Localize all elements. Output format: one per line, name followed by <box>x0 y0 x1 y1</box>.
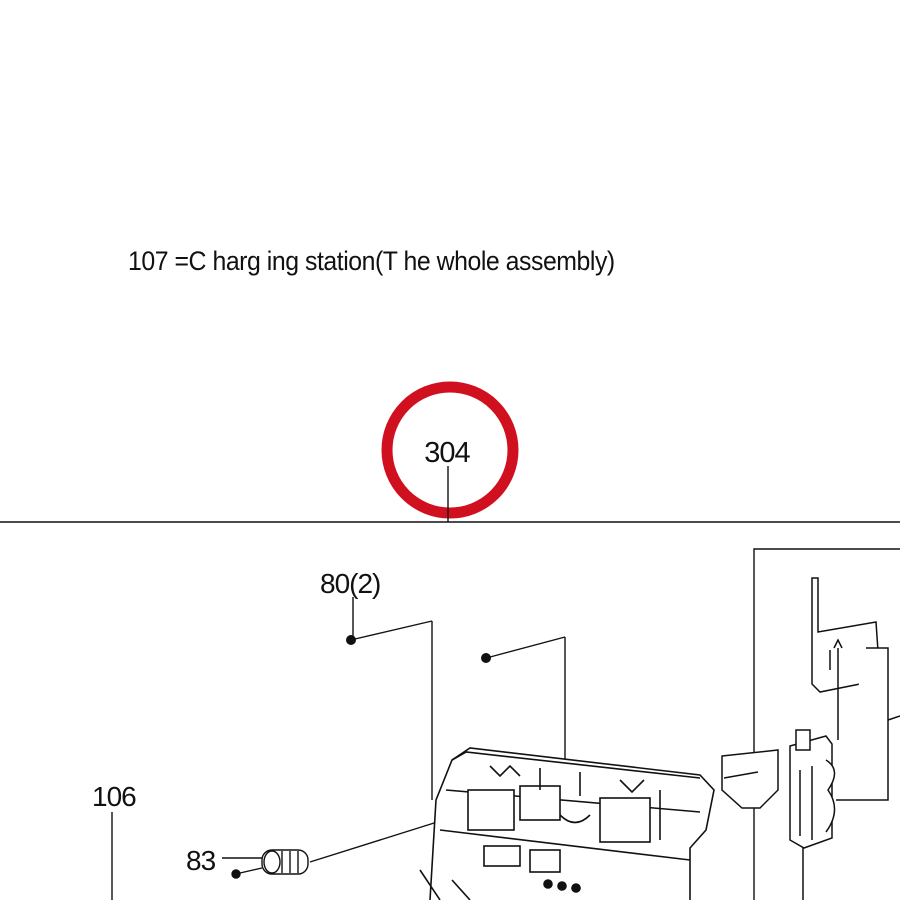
callout-80: 80(2) <box>320 568 380 599</box>
screw-1 <box>346 620 433 800</box>
callout-83: 83 <box>186 845 216 876</box>
callout-304: 304 <box>424 437 470 469</box>
spring-part <box>231 817 451 879</box>
highlight-ring <box>381 381 519 519</box>
callout-106: 106 <box>92 781 136 812</box>
bracket-piece <box>721 749 779 809</box>
contact-plate <box>811 577 900 801</box>
diagram-caption: 107 =C harg ing station(T he whole assem… <box>128 246 615 276</box>
contact-connector <box>789 729 836 900</box>
charging-station-body <box>419 747 715 900</box>
